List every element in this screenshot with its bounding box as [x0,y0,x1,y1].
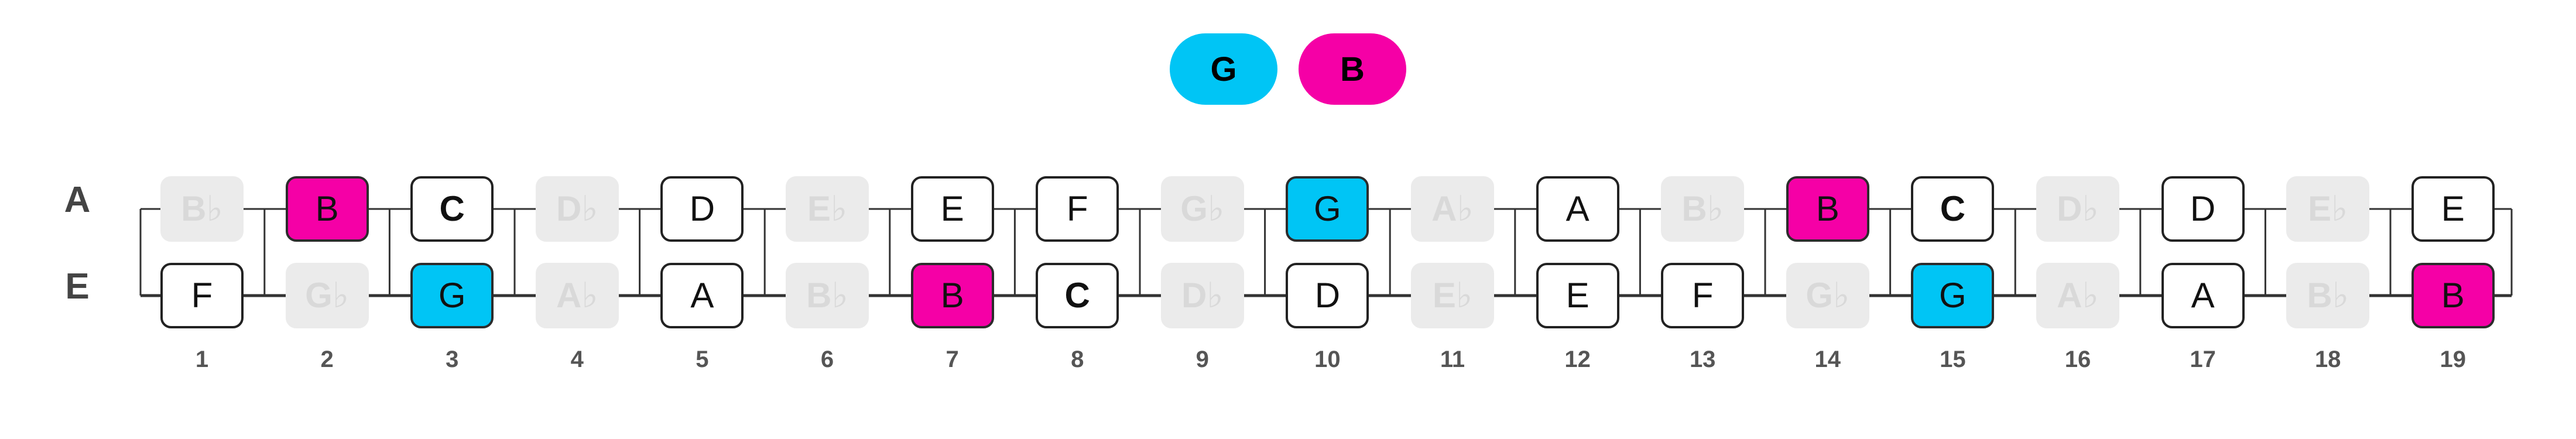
note-e-fret-5: A [660,263,744,328]
note-a-fret-4: D♭ [535,176,619,242]
fret-number: 18 [2314,347,2341,372]
note-e-fret-10: D [1286,263,1369,328]
fret-number: 15 [1940,347,1966,372]
note-a-fret-9: G♭ [1160,176,1244,242]
note-a-fret-17: D [2161,176,2245,242]
fret-number: 14 [1814,347,1841,372]
fret-number: 11 [1440,347,1465,372]
fret-number: 2 [320,347,334,372]
note-e-fret-6: B♭ [786,263,869,328]
fret-number: 12 [1564,347,1591,372]
note-e-fret-17: A [2161,263,2245,328]
note-a-fret-11: A♭ [1411,176,1494,242]
note-e-fret-16: A♭ [2036,263,2119,328]
fret-number: 8 [1071,347,1084,372]
note-e-fret-8: C [1036,263,1119,328]
note-a-fret-10: G [1286,176,1369,242]
note-e-fret-11: E♭ [1411,263,1494,328]
note-e-fret-14: G♭ [1786,263,1869,328]
fret-number: 17 [2190,347,2216,372]
fret-number: 19 [2440,347,2467,372]
legend-chip-g: G [1170,33,1277,105]
fret-number: 4 [570,347,584,372]
string-label-a: A [64,180,91,220]
note-a-fret-16: D♭ [2036,176,2119,242]
fret-number: 1 [195,347,209,372]
note-a-fret-8: F [1036,176,1119,242]
note-a-fret-13: B♭ [1661,176,1745,242]
note-a-fret-6: E♭ [786,176,869,242]
note-e-fret-2: G♭ [285,263,369,328]
note-e-fret-15: G [1911,263,1995,328]
fret-number: 9 [1195,347,1209,372]
note-a-fret-12: A [1536,176,1619,242]
fret-number: 16 [2064,347,2091,372]
string-label-e: E [65,266,90,307]
legend-chip-b: B [1299,33,1406,105]
note-a-fret-3: C [410,176,494,242]
note-e-fret-9: D♭ [1160,263,1244,328]
note-e-fret-12: E [1536,263,1619,328]
note-a-fret-14: B [1786,176,1869,242]
fret-number: 10 [1314,347,1341,372]
note-e-fret-7: B [910,263,994,328]
fret-number: 7 [946,347,959,372]
note-a-fret-2: B [285,176,369,242]
note-a-fret-5: D [660,176,744,242]
note-e-fret-3: G [410,263,494,328]
fret-number: 3 [446,347,459,372]
fret-number: 6 [820,347,834,372]
fret-number: 5 [696,347,709,372]
note-e-fret-1: F [160,263,244,328]
note-a-fret-15: C [1911,176,1995,242]
note-e-fret-19: B [2411,263,2495,328]
note-a-fret-18: E♭ [2286,176,2370,242]
note-e-fret-18: B♭ [2286,263,2370,328]
note-e-fret-4: A♭ [535,263,619,328]
note-a-fret-7: E [910,176,994,242]
note-a-fret-19: E [2411,176,2495,242]
note-e-fret-13: F [1661,263,1745,328]
fret-number: 13 [1689,347,1716,372]
note-a-fret-1: B♭ [160,176,244,242]
